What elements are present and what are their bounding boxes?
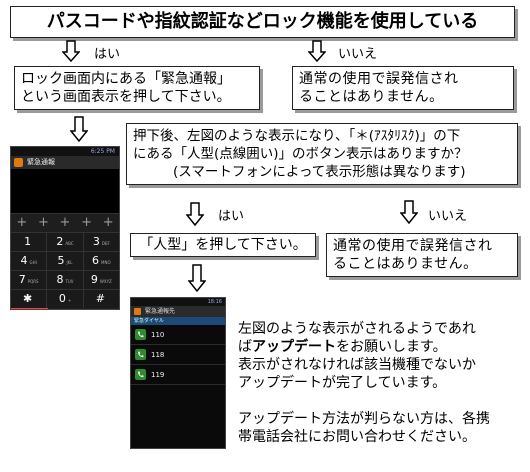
status-bar: 18:16: [131, 298, 225, 306]
list-section-header: 緊急ダイヤル: [131, 317, 225, 325]
flow-title: パスコードや指紋認証などロック機能を使用している: [10, 6, 515, 38]
instruction-box-emergency-call: ロック画面内にある「緊急通報」 という画面表示を押して下さい。: [14, 66, 260, 110]
plus-icon: +: [16, 215, 28, 230]
emergency-number: 110: [151, 330, 165, 339]
list-item: 118: [131, 345, 225, 365]
key-1: 1: [11, 233, 47, 251]
phone-icon: [135, 349, 146, 360]
arrow-down-icon: [185, 202, 205, 230]
app-icon: [134, 308, 141, 315]
call-button: [48, 308, 84, 309]
text-line: ることはありません。: [299, 89, 444, 105]
status-bar: 6:25 PM: [11, 147, 119, 156]
phone-icon: [135, 329, 146, 340]
plus-icon: +: [59, 215, 71, 230]
key-asterisk: ✱: [11, 290, 47, 308]
quick-dial-row: + + + + +: [11, 213, 119, 233]
dialer-action-row: [11, 308, 119, 309]
update-emphasis: アップデート: [252, 339, 336, 355]
text-line: という画面表示を押して下さい。: [21, 89, 231, 105]
text-line: アップデートが完了しています。: [238, 375, 447, 391]
phone-icon: [135, 369, 146, 380]
key-0: 0+: [47, 290, 83, 308]
app-icon: [14, 158, 23, 167]
arrow-down-icon: [61, 40, 81, 66]
no-label: いいえ: [338, 47, 378, 62]
instruction-box-press-person: 「人型」を押して下さい。: [130, 233, 316, 257]
text-line: ロック画面内にある「緊急通報」: [21, 71, 231, 87]
question-box-person-button: 押下後、左図のような表示になり、「＊(ｱｽﾀﾘｽｸ)」の下 にある「人型(点線囲…: [126, 123, 518, 185]
emergency-number: 119: [151, 370, 165, 379]
yes-label: はい: [94, 47, 121, 62]
arrow-down-icon: [399, 200, 419, 228]
text-line: 押下後、左図のような表示になり、「＊(ｱｽﾀﾘｽｸ)」の下: [133, 128, 461, 144]
text-line: (スマートフォンによって表示形態は異なります): [173, 164, 466, 180]
plus-icon: +: [81, 215, 93, 230]
text-line: アップデート方法が判らない方は、各携: [238, 411, 490, 427]
result-box-no-misdial: 通常の使用で誤発信され ることはありません。: [292, 66, 514, 110]
text-line: 帯電話会社にお問い合わせください。: [238, 429, 476, 445]
arrow-down-icon: [187, 264, 207, 296]
no-label: いいえ: [428, 209, 468, 224]
list-item: 110: [131, 325, 225, 345]
spacer: [238, 392, 528, 410]
screen-header-label: 緊急通報: [27, 158, 55, 166]
text-line: ばアップデートをお願いします。: [238, 339, 447, 355]
phone-emergency-list-screenshot: 18:16 緊急通報先 緊急ダイヤル 110 118 119: [130, 297, 226, 449]
arrow-down-icon: [307, 40, 327, 66]
number-display: [11, 169, 119, 213]
plus-icon: +: [37, 215, 49, 230]
arrow-down-icon: [69, 116, 89, 146]
delete-button: [83, 308, 119, 309]
emergency-number: 118: [151, 350, 165, 359]
text-line: 通常の使用で誤発信され: [333, 238, 493, 254]
key-hash: #: [83, 290, 119, 308]
yes-label: はい: [218, 209, 245, 224]
screen-header: 緊急通報先: [131, 306, 225, 317]
plus-icon: +: [102, 215, 114, 230]
text-line: にある「人型(点線囲い)」のボタン表示はありますか？: [133, 146, 468, 162]
update-instructions: 左図のような表示がされるようであれ ばアップデートをお願いします。 表示がされな…: [238, 320, 528, 446]
screen-header: 緊急通報: [11, 156, 119, 169]
result-box-no-misdial-2: 通常の使用で誤発信され ることはありません。: [326, 233, 518, 277]
screen-header-label: 緊急通報先: [145, 308, 176, 315]
text-line: 通常の使用で誤発信され: [299, 71, 459, 87]
list-item: 119: [131, 365, 225, 385]
text-line: 左図のような表示がされるようであれ: [238, 321, 476, 337]
person-button: [11, 308, 49, 309]
text-line: 表示がされなければ該当機種でないか: [238, 357, 476, 373]
text-line: ることはありません。: [333, 256, 478, 272]
